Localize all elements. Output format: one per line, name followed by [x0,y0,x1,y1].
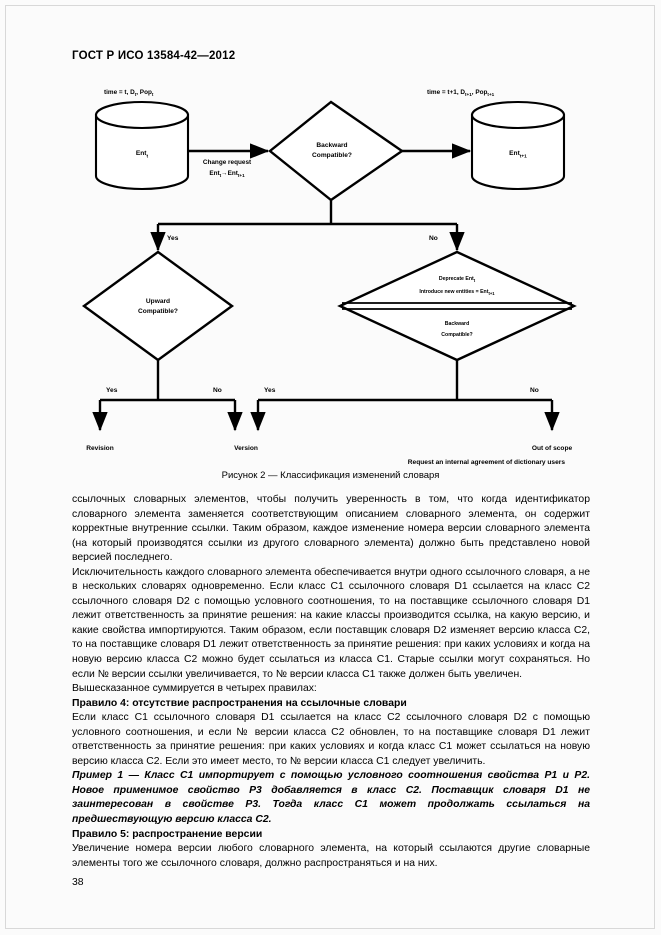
decision-upward-label-line1: Upward [146,298,170,305]
cylinder-ent-t1 [470,100,566,191]
cylinder-ent-t-label: Entt [136,150,149,159]
branch-label-yes-left: Yes [106,387,118,394]
right-time-label: time = t+1, Dt+1, Popt+1 [427,89,495,97]
decision-upward-compatible [81,250,235,362]
decision-main-label-line2: Compatible? [312,152,352,159]
paragraph: Увеличение номера версии любого словарно… [72,843,590,869]
terminal-out-of-scope: Out of scope [532,445,573,452]
page-number: 38 [72,877,84,888]
branch-label-no-main: No [429,235,438,242]
body-text: ссылочных словарных элементов, чтобы пол… [72,493,590,871]
paragraph: ссылочных словарных элементов, чтобы пол… [72,494,590,564]
branch-label-yes-main: Yes [167,235,179,242]
decision-deprecate-backward [337,250,577,362]
hex-bottom-label-line2: Compatible? [441,332,472,338]
terminal-revision: Revision [86,445,113,452]
branch-label-no-left: No [213,387,222,394]
document-header-title: ГОСТ Р ИСО 13584-42—2012 [72,50,236,62]
hex-top-label-line1: Deprecate Entt [439,276,476,283]
left-time-label: time = t, Dt, Popt [104,89,154,97]
terminal-request-note: Request an internal agreement of diction… [408,459,566,466]
rule-heading: Правило 4: отсутствие распространения на… [72,697,407,709]
decision-backward-compatible-main [268,100,405,202]
rule-heading: Правило 5: распространение версии [72,828,263,840]
cylinder-ent-t [94,100,190,191]
hex-top-label-line2: Introduce new entities = Entt+1 [419,289,495,296]
decision-main-label-line1: Backward [316,142,347,149]
paragraph: Если класс C1 ссылочного словаря D1 ссыл… [72,712,590,767]
branch-label-no-right: No [530,387,539,394]
hex-bottom-label-line1: Backward [445,321,470,327]
example-paragraph: Пример 1 — Класс C1 импортирует с помощь… [72,770,590,826]
change-request-label-line2: Entt→Entt+1 [209,170,245,178]
paragraph: Исключительность каждого словарного элем… [72,566,590,680]
paragraph: Вышесказанное суммируется в четырех прав… [72,683,317,695]
terminal-version: Version [234,445,258,452]
cylinder-ent-t1-label: Entt+1 [509,150,527,159]
figure-caption: Рисунок 2 — Классификация изменений слов… [221,470,440,481]
branch-label-yes-right: Yes [264,387,276,394]
decision-upward-label-line2: Compatible? [138,308,178,315]
figure-flowchart: time = t, Dt, Popt Entt Change request E… [72,82,589,467]
change-request-label-line1: Change request [203,159,252,166]
